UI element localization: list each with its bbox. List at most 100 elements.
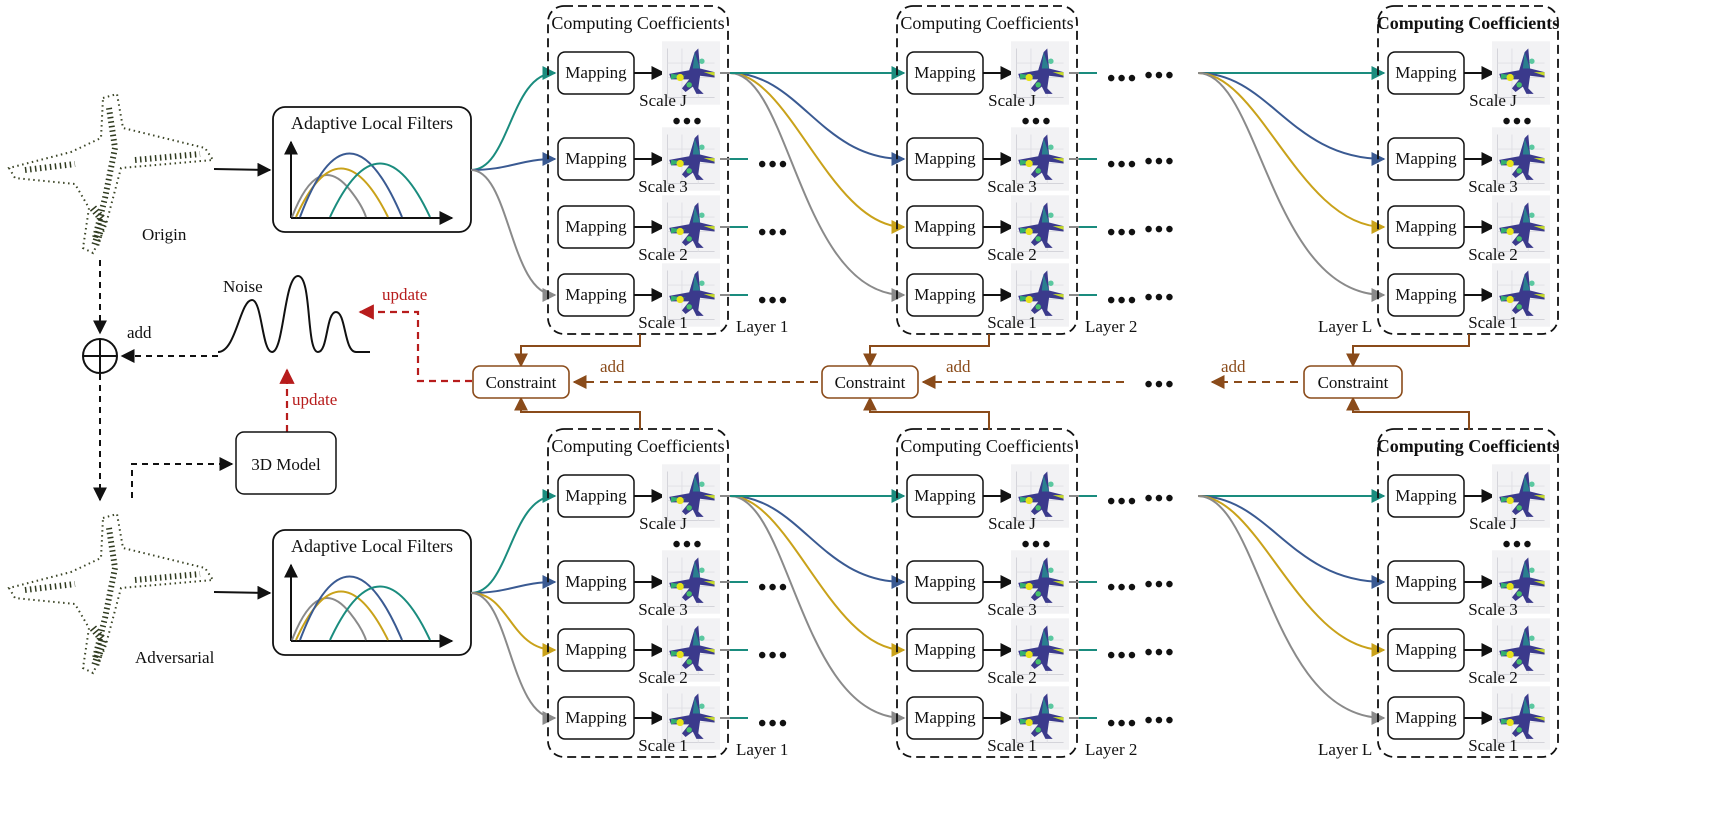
constraint-label: Constraint [486, 373, 557, 392]
filters-title: Adaptive Local Filters [291, 536, 453, 556]
mapping-box: Mapping [1387, 205, 1465, 249]
noise-label: Noise [223, 277, 263, 296]
scale-label: Scale J [1469, 514, 1517, 533]
add-label: add [1221, 357, 1246, 376]
origin-label: Origin [142, 225, 187, 244]
layer-label: Layer 1 [736, 317, 788, 336]
ellipsis: ••• [1107, 220, 1138, 246]
add-label: add [946, 357, 971, 376]
origin-point-cloud: Origin [9, 94, 213, 253]
ellipsis: ••• [1107, 66, 1138, 92]
scale-label: Scale 3 [638, 177, 688, 196]
mapping-label: Mapping [1395, 486, 1457, 505]
ellipsis: ••• [1144, 640, 1175, 666]
computing-coefficients-title: Computing Coefficients [1377, 436, 1560, 456]
adversarial-point-cloud: Adversarial [9, 514, 215, 673]
mapping-label: Mapping [1395, 149, 1457, 168]
scale-label: Scale 1 [638, 313, 688, 332]
filter-curves-icon [284, 140, 454, 225]
scale-label: Scale 1 [1468, 736, 1518, 755]
mapping-box: Mapping [557, 205, 635, 249]
mapping-box: Mapping [557, 696, 635, 740]
mapping-box: Mapping [1387, 51, 1465, 95]
ellipsis: ••• [1144, 149, 1175, 175]
mapping-label: Mapping [565, 486, 627, 505]
mapping-box: Mapping [906, 273, 984, 317]
mapping-label: Mapping [914, 708, 976, 727]
scale-label: Scale J [988, 91, 1036, 110]
computing-coefficients-title: Computing Coefficients [900, 13, 1073, 33]
scale-label: Scale 2 [987, 668, 1037, 687]
ellipsis: ••• [1107, 643, 1138, 669]
constraint-box-2: Constraint [821, 365, 919, 399]
direct-sum-icon [82, 338, 118, 374]
mapping-box: Mapping [906, 474, 984, 518]
mapping-label: Mapping [914, 285, 976, 304]
scale-label: Scale 3 [1468, 600, 1518, 619]
mapping-label: Mapping [1395, 640, 1457, 659]
ellipsis: ••• [1144, 708, 1175, 734]
mapping-label: Mapping [914, 486, 976, 505]
scale-label: Scale 3 [987, 177, 1037, 196]
ellipsis: ••• [758, 288, 789, 314]
ellipsis: ••• [1107, 152, 1138, 178]
layer-label: Layer L [1318, 740, 1372, 759]
mapping-label: Mapping [565, 63, 627, 82]
scale-label: Scale 2 [638, 245, 688, 264]
add-label: add [600, 357, 625, 376]
ellipsis: ••• [1144, 217, 1175, 243]
scale-label: Scale 2 [638, 668, 688, 687]
mapping-box: Mapping [557, 51, 635, 95]
scale-label: Scale 3 [638, 600, 688, 619]
add-label: add [127, 323, 152, 342]
mapping-box: Mapping [906, 628, 984, 672]
3d-model-box: 3D Model [235, 431, 337, 495]
ellipsis: ••• [758, 643, 789, 669]
gap-ellipses: ••• ••• ••• ••• ••• ••• ••• ••• [1144, 63, 1175, 734]
mapping-label: Mapping [914, 572, 976, 591]
constraint-label: Constraint [1318, 373, 1389, 392]
ellipsis: ••• [1107, 489, 1138, 515]
scale-label: Scale J [639, 91, 687, 110]
layer-label: Layer L [1318, 317, 1372, 336]
filters-title: Adaptive Local Filters [291, 113, 453, 133]
computing-coefficients-title: Computing Coefficients [551, 13, 724, 33]
update-label-top: update [382, 285, 427, 304]
scale-label: Scale 1 [638, 736, 688, 755]
ellipsis: ••• [1144, 372, 1175, 398]
mapping-box: Mapping [906, 51, 984, 95]
computing-coefficients-title: Computing Coefficients [551, 436, 724, 456]
scale-label: Scale 2 [1468, 668, 1518, 687]
constraint-row: Constraint Constraint Constraint add add… [472, 334, 1470, 430]
filter-curves-icon [284, 563, 454, 648]
mapping-box: Mapping [557, 628, 635, 672]
ellipsis: ••• [1144, 285, 1175, 311]
mapping-label: Mapping [565, 640, 627, 659]
scale-label: Scale J [988, 514, 1036, 533]
scale-label: Scale 1 [987, 736, 1037, 755]
ellipsis: ••• [1144, 486, 1175, 512]
mapping-box: Mapping [906, 696, 984, 740]
mapping-label: Mapping [1395, 708, 1457, 727]
constraint-box-1: Constraint [472, 365, 570, 399]
scale-label: Scale 1 [987, 313, 1037, 332]
mapping-box: Mapping [557, 560, 635, 604]
constraint-box-L: Constraint [1303, 365, 1403, 399]
adversarial-label: Adversarial [135, 648, 215, 667]
scale-label: Scale 3 [1468, 177, 1518, 196]
mapping-label: Mapping [565, 149, 627, 168]
mapping-label: Mapping [1395, 285, 1457, 304]
scale-label: Scale J [639, 514, 687, 533]
mapping-label: Mapping [565, 708, 627, 727]
ellipsis: ••• [758, 711, 789, 737]
ellipsis: ••• [758, 220, 789, 246]
computing-coefficients-title: Computing Coefficients [1377, 13, 1560, 33]
computing-coefficients-title: Computing Coefficients [900, 436, 1073, 456]
